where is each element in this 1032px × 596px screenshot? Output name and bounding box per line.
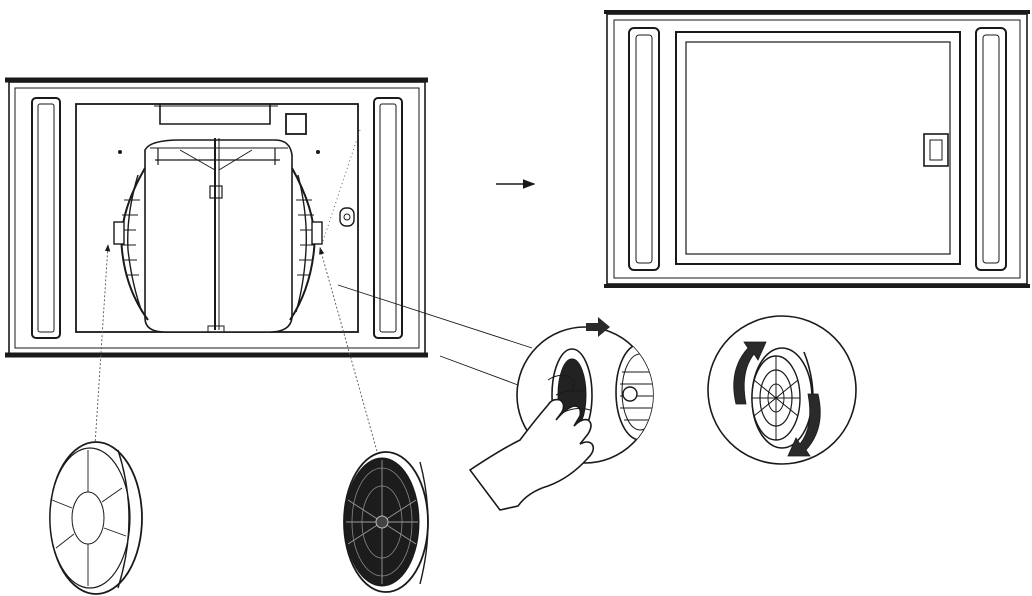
callout-lines xyxy=(337,284,533,386)
insert-filter-detail xyxy=(468,317,654,511)
panel-latch-icon xyxy=(923,133,949,167)
closed-right-strip xyxy=(975,27,1007,271)
control-box xyxy=(285,113,307,135)
closed-left-strip xyxy=(628,27,660,271)
hood-closed-panel xyxy=(604,10,1030,288)
leader-lines xyxy=(94,129,379,456)
side-latch xyxy=(339,207,355,227)
grease-panel xyxy=(675,31,961,265)
rotate-filter-detail xyxy=(707,315,857,465)
left-grease-strip xyxy=(31,97,61,339)
hood-open-panel xyxy=(5,77,428,358)
hood-frame xyxy=(8,81,426,355)
top-bracket xyxy=(159,104,271,125)
closed-hood-frame xyxy=(606,13,1028,285)
push-arrow-icon xyxy=(586,317,610,337)
carbon-filter-icon xyxy=(343,451,429,593)
blower-motor xyxy=(113,138,323,333)
hood-inner-frame xyxy=(14,87,420,349)
grease-filter-icon xyxy=(49,441,143,595)
rotate-arrow-up-icon xyxy=(733,341,767,405)
rotate-arrow-down-icon xyxy=(787,393,821,457)
right-grease-strip xyxy=(373,97,403,339)
hand-icon xyxy=(468,398,595,511)
